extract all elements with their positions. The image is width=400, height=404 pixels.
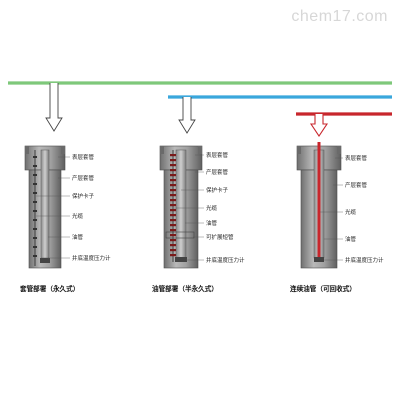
- clamp-marker: [33, 210, 37, 212]
- label-gauge: 井底温度压力计: [206, 256, 245, 264]
- clamp-marker: [170, 249, 176, 252]
- label-protector-clamp: 保护卡子: [72, 192, 95, 200]
- panel-tubing-semipermanent: 表层套管 产层套管 保护卡子 光缆 油管 可扩展短管 井底温度压力计 油管部署（…: [152, 145, 245, 293]
- panel-coiled-tubing-retrievable: 表层套管 产层套管 光缆 油管 井底温度压力计 连续油管（可回收式）: [290, 142, 384, 293]
- label-surface-casing: 表层套管: [206, 151, 229, 159]
- clamp-marker: [170, 244, 176, 247]
- clamp-marker: [170, 179, 176, 182]
- clamp-marker: [33, 201, 37, 203]
- label-optical-fiber: 光缆: [345, 208, 357, 216]
- label-production-casing: 产层套管: [72, 174, 95, 182]
- coiled-tubing-fiber: [317, 142, 321, 258]
- clamp-marker: [170, 204, 176, 207]
- downhole-gauge: [314, 257, 324, 262]
- clamp-marker: [33, 246, 37, 248]
- panel-casing-permanent: 表层套管 产层套管 保护卡子 光缆 油管 井底温度压力计 套管部署（永久式）: [20, 145, 111, 293]
- arrow-down-2: [178, 97, 196, 134]
- arrow-down-3: [309, 114, 329, 137]
- clamp-marker: [170, 199, 176, 202]
- downhole-gauge: [175, 257, 187, 262]
- clamp-marker: [170, 154, 176, 157]
- label-production-casing: 产层套管: [206, 168, 229, 176]
- clamp-marker: [170, 224, 176, 227]
- clamp-marker: [33, 174, 37, 176]
- label-gauge: 井底温度压力计: [72, 254, 111, 262]
- clamp-marker: [170, 159, 176, 162]
- clamp-marker: [170, 254, 176, 257]
- clamp-marker: [33, 165, 37, 167]
- clamp-marker: [170, 164, 176, 167]
- label-tubing: 油管: [206, 219, 218, 227]
- clamp-marker: [170, 194, 176, 197]
- tubing: [40, 149, 50, 259]
- clamp-marker: [170, 169, 176, 172]
- watermark: chem17.com: [291, 8, 388, 25]
- clamp-marker: [170, 229, 176, 232]
- clamp-marker: [170, 184, 176, 187]
- caption-tubing-semipermanent: 油管部署（半永久式）: [152, 284, 218, 293]
- clamp-marker: [170, 174, 176, 177]
- clamp-marker: [170, 214, 176, 217]
- clamp-marker: [33, 183, 37, 185]
- clamp-marker: [170, 219, 176, 222]
- clamp-marker: [33, 156, 37, 158]
- clamp-marker: [33, 228, 37, 230]
- label-expandable-sub: 可扩展短管: [206, 233, 234, 241]
- label-optical-fiber: 光缆: [206, 204, 218, 212]
- downhole-gauge: [40, 258, 50, 263]
- clamp-marker: [170, 189, 176, 192]
- label-production-casing: 产层套管: [345, 181, 368, 189]
- label-optical-fiber: 光缆: [72, 212, 84, 220]
- clamp-marker: [170, 234, 176, 237]
- label-tubing: 油管: [72, 233, 84, 241]
- label-surface-casing: 表层套管: [72, 153, 95, 161]
- label-protector-clamp: 保护卡子: [206, 186, 229, 194]
- tubing: [175, 149, 187, 259]
- label-gauge: 井底温度压力计: [345, 256, 384, 264]
- clamp-marker: [170, 209, 176, 212]
- clamp-marker: [33, 192, 37, 194]
- clamp-marker: [33, 219, 37, 221]
- arrow-down-1: [45, 83, 63, 132]
- clamp-marker: [170, 239, 176, 242]
- label-tubing: 油管: [345, 235, 357, 243]
- clamp-marker: [33, 237, 37, 239]
- caption-coiled-tubing-retrievable: 连续油管（可回收式）: [290, 284, 356, 293]
- label-surface-casing: 表层套管: [345, 154, 368, 162]
- caption-casing-permanent: 套管部署（永久式）: [20, 284, 79, 293]
- clamp-marker: [33, 255, 37, 257]
- expandable-sub: [165, 231, 195, 239]
